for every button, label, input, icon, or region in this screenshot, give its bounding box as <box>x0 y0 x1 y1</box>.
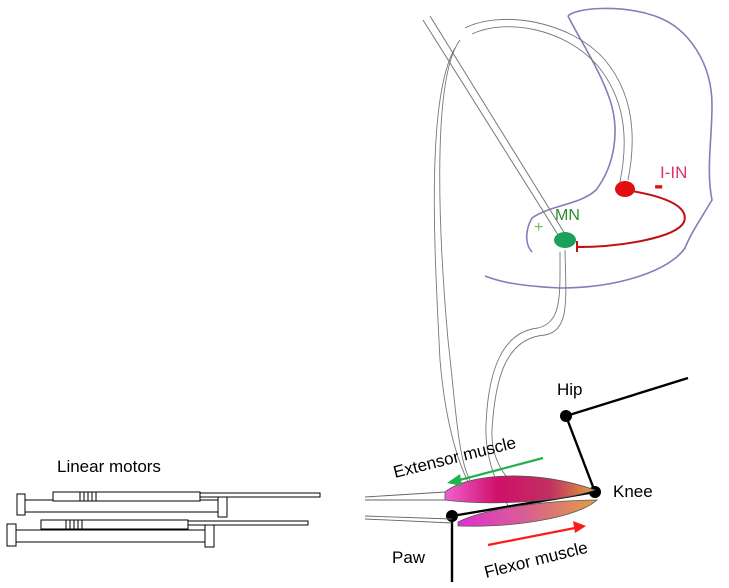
hip-label: Hip <box>557 380 583 399</box>
flexor-muscle <box>457 499 599 527</box>
motoneuron-soma <box>554 232 576 248</box>
extensor-arrow <box>447 456 544 486</box>
inhibitory-sign: - <box>654 169 663 200</box>
sensory-fiber <box>422 15 566 239</box>
linear-motors-label: Linear motors <box>57 457 161 476</box>
mn-label: MN <box>555 207 580 224</box>
inhibitory-synapse <box>576 241 584 252</box>
tendons <box>364 491 453 524</box>
extensor-muscle <box>444 475 597 504</box>
interneuron-soma <box>615 181 635 197</box>
paw-joint <box>446 510 458 522</box>
spinal-cord-outline <box>484 7 713 289</box>
knee-label: Knee <box>613 482 653 501</box>
iin-label: I-IN <box>660 163 687 182</box>
hip-joint <box>560 410 572 422</box>
flexor-arrow <box>487 521 586 547</box>
knee-joint <box>589 486 601 498</box>
linear-motor-upper <box>16 491 321 518</box>
extensor-muscle-label: Extensor muscle <box>391 433 518 482</box>
paw-label: Paw <box>392 548 426 567</box>
flexor-muscle-label: Flexor muscle <box>482 538 589 582</box>
interneuron-axon <box>576 189 686 248</box>
nerve-fibers <box>433 18 633 521</box>
excitatory-sign: + <box>534 219 543 236</box>
spinal-cord-inner-outline <box>525 15 616 253</box>
linear-motor-lower <box>6 519 309 548</box>
